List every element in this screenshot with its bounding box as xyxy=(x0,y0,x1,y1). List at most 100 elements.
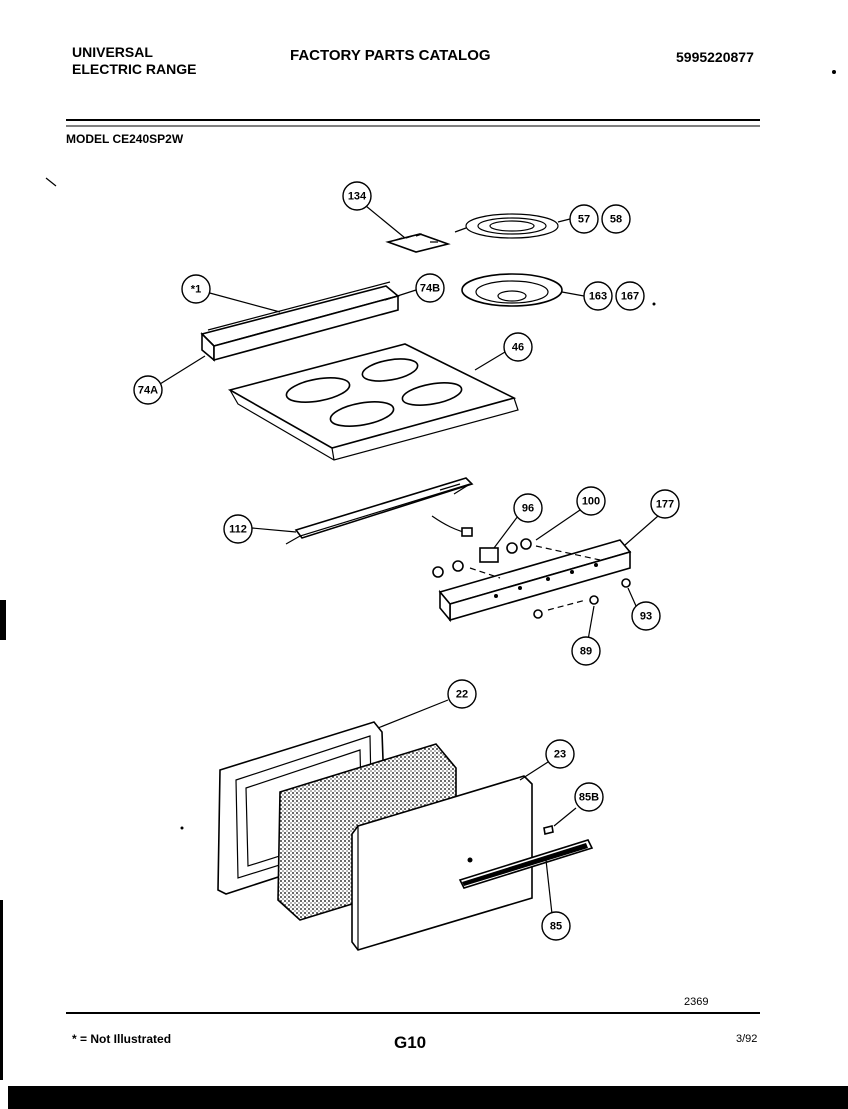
callout-163: 163 xyxy=(583,281,613,311)
callout-label: 22 xyxy=(456,689,468,701)
callout-label: 85B xyxy=(579,792,599,804)
callout-112: 112 xyxy=(223,514,253,544)
callout-circle xyxy=(342,181,372,211)
callout-circle xyxy=(541,911,571,941)
callout-label: 167 xyxy=(621,291,639,303)
callout-58: 58 xyxy=(601,204,631,234)
callout-label: 134 xyxy=(348,191,367,203)
leader-57 xyxy=(557,218,571,223)
callout-177: 177 xyxy=(650,489,680,519)
callout-167: 167 xyxy=(615,281,645,311)
leader-74A xyxy=(159,355,206,385)
leader-96 xyxy=(493,515,519,549)
scan-mark-left-lower xyxy=(0,900,3,1080)
leader-85B xyxy=(553,807,577,827)
part-100-knobs xyxy=(432,538,601,579)
brand-line-1: UNIVERSAL xyxy=(72,44,153,60)
callout-23: 23 xyxy=(545,739,575,769)
callout-label: 89 xyxy=(580,646,592,658)
brand-line-2: ELECTRIC RANGE xyxy=(72,61,197,77)
not-illustrated-note: * = Not Illustrated xyxy=(72,1032,172,1046)
scan-speck xyxy=(180,826,184,830)
scan-mark-left xyxy=(0,600,6,640)
scan-speck xyxy=(832,70,836,74)
part-23-door-panel xyxy=(351,775,533,951)
callout-star: *1 xyxy=(181,274,211,304)
part-177-control-panel xyxy=(438,539,632,623)
leader-100 xyxy=(535,509,581,541)
callout-circle xyxy=(503,332,533,362)
callout-label: 93 xyxy=(640,611,652,623)
callout-57: 57 xyxy=(569,204,599,234)
part-74-trim xyxy=(200,281,400,362)
page-number: G10 xyxy=(394,1033,427,1052)
callout-circle xyxy=(574,782,604,812)
scan-edge-left xyxy=(0,0,8,1109)
part-46-main-top xyxy=(227,343,519,461)
callout-circle xyxy=(650,489,680,519)
leader-74B xyxy=(384,289,417,301)
part-96-switch xyxy=(431,515,499,563)
part-93-knob xyxy=(621,578,631,588)
callout-85: 85 xyxy=(541,911,571,941)
callout-label: 85 xyxy=(550,921,562,933)
leader-112 xyxy=(251,527,297,533)
callout-label: 177 xyxy=(656,499,674,511)
part-57-surface-element xyxy=(454,213,559,239)
callout-circle xyxy=(615,281,645,311)
leader-star xyxy=(205,291,281,313)
part-163-drip-bowl xyxy=(461,273,563,307)
leader-85 xyxy=(545,859,553,915)
callout-label: 74B xyxy=(420,283,440,295)
callout-circle xyxy=(601,204,631,234)
callout-label: 23 xyxy=(554,749,566,761)
callout-label: 112 xyxy=(229,524,247,536)
callout-circle xyxy=(181,274,211,304)
scan-border-bottom xyxy=(0,1086,848,1109)
part-112-brace xyxy=(285,477,474,545)
leader-177 xyxy=(624,515,659,546)
callout-circle xyxy=(545,739,575,769)
model-number: MODEL CE240SP2W xyxy=(66,132,184,146)
leader-134 xyxy=(365,205,406,239)
callout-circle xyxy=(415,273,445,303)
catalog-number: 5995220877 xyxy=(676,49,754,65)
callout-circle xyxy=(631,601,661,631)
leader-89 xyxy=(587,605,595,641)
callout-label: *1 xyxy=(191,284,201,296)
callout-circle xyxy=(569,204,599,234)
leader-163 xyxy=(561,291,585,297)
callout-circle xyxy=(576,486,606,516)
callout-circle xyxy=(513,493,543,523)
part-85B-screw xyxy=(543,825,554,835)
callout-circle xyxy=(583,281,613,311)
callout-74B: 74B xyxy=(415,273,445,303)
callout-label: 163 xyxy=(589,291,607,303)
callout-96: 96 xyxy=(513,493,543,523)
callout-46: 46 xyxy=(503,332,533,362)
callout-label: 58 xyxy=(610,214,622,226)
callout-100: 100 xyxy=(576,486,606,516)
callout-label: 100 xyxy=(582,496,600,508)
scan-speck xyxy=(652,302,656,306)
callout-label: 74A xyxy=(138,385,158,397)
callout-label: 46 xyxy=(512,342,524,354)
scan-speck xyxy=(45,177,57,187)
callout-22: 22 xyxy=(447,679,477,709)
callout-label: 57 xyxy=(578,214,590,226)
drawing-code: 2369 xyxy=(684,996,709,1008)
part-89-knob xyxy=(533,595,599,619)
leader-23 xyxy=(519,761,549,781)
part-85-door-handle xyxy=(458,839,594,889)
callout-label: 96 xyxy=(522,503,534,515)
callout-74A: 74A xyxy=(133,375,163,405)
leader-93 xyxy=(627,587,637,607)
leader-22 xyxy=(377,699,449,729)
callout-circle xyxy=(223,514,253,544)
callout-85B: 85B xyxy=(574,782,604,812)
callout-134: 134 xyxy=(342,181,372,211)
callout-circle xyxy=(571,636,601,666)
part-134-terminal-block xyxy=(385,233,451,253)
catalog-date: 3/92 xyxy=(736,1033,758,1045)
